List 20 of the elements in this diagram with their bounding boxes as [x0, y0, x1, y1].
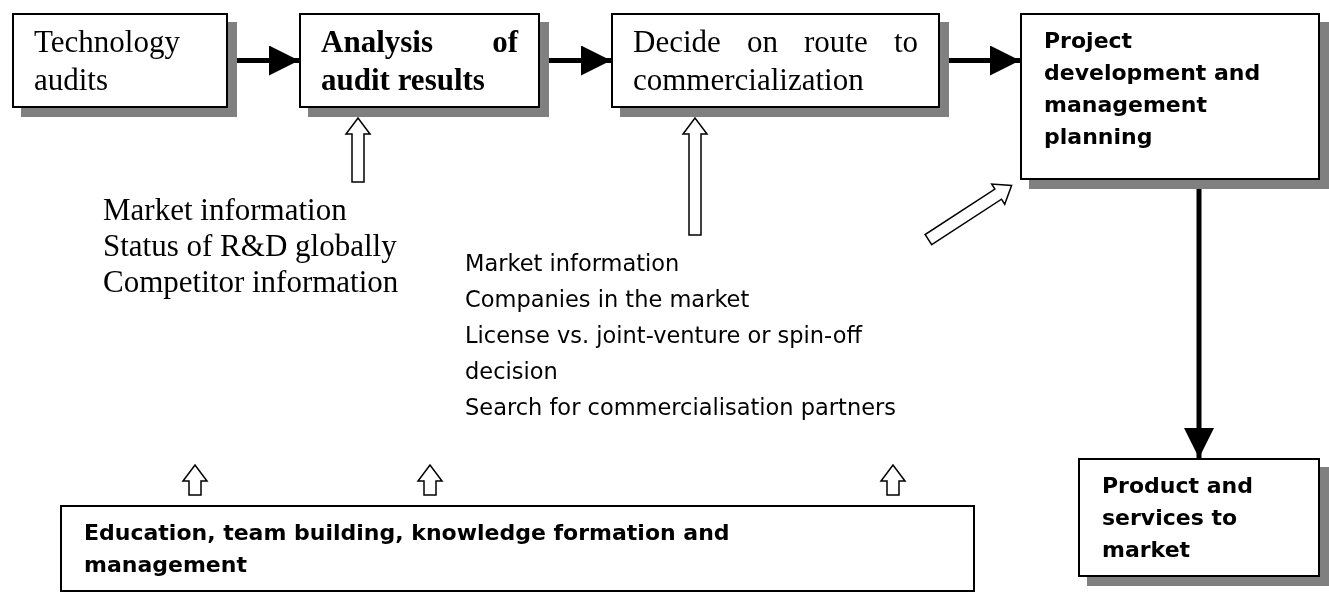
note-text: Market information	[465, 249, 680, 278]
hollow-arrow	[924, 183, 1013, 246]
box-label: Project development and management planning	[1044, 27, 1262, 151]
box-label: Product and services to market	[1102, 472, 1254, 564]
note-text: Market information	[103, 192, 347, 228]
note-text: Search for commercialisation partners	[465, 393, 896, 422]
box-label: Decide on route to commercialization	[633, 23, 918, 99]
hollow-arrow	[416, 463, 444, 496]
note-text: License vs. joint-venture or spin-off decision	[465, 321, 864, 386]
hollow-arrow	[181, 463, 209, 496]
box-label: Education, team building, knowledge formation and management	[84, 519, 731, 579]
box-label: Analysis of audit results	[321, 23, 518, 99]
process-box	[60, 505, 975, 592]
note-text: Competitor information	[103, 264, 399, 300]
box-label: Technology audits	[34, 23, 181, 99]
note-text: Status of R&D globally	[103, 228, 397, 264]
hollow-arrow	[681, 116, 709, 236]
note-text: Companies in the market	[465, 285, 750, 314]
hollow-arrow	[344, 116, 372, 183]
hollow-arrow	[879, 463, 907, 496]
